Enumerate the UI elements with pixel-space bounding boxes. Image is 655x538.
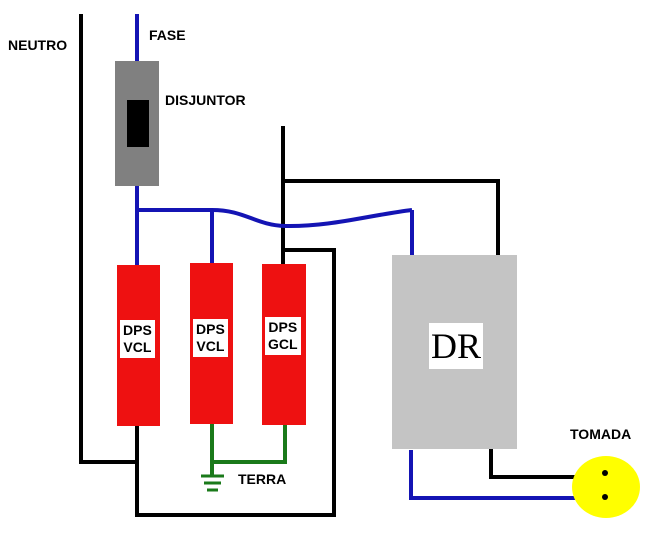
phase-distribution-wire — [137, 208, 413, 229]
dps-2-label: DPS VCL — [193, 319, 228, 357]
disjuntor-label: DISJUNTOR — [165, 92, 246, 108]
dps-1-label-line1: DPS — [123, 322, 152, 338]
dr-label: DR — [429, 323, 483, 369]
dps-3-label-line1: DPS — [268, 319, 298, 335]
dps-1-label-line2: VCL — [123, 339, 152, 355]
dps-3-label-line2: GCL — [268, 336, 298, 352]
dps-2-label-line1: DPS — [196, 321, 225, 337]
neutral-to-dr-wire — [283, 179, 500, 268]
neutral-main-wire — [79, 14, 137, 464]
dps-1-label: DPS VCL — [120, 320, 155, 358]
neutral-wires — [79, 14, 578, 517]
neutral-return-wire — [135, 248, 336, 517]
socket-icon — [572, 456, 640, 518]
neutro-label: NEUTRO — [8, 37, 68, 53]
terra-label: TERRA — [238, 471, 287, 487]
ground-wires — [210, 424, 287, 476]
fase-label: FASE — [149, 27, 186, 43]
dr-to-socket-phase-wire — [409, 450, 578, 500]
dr-to-socket-neutral-wire — [489, 448, 578, 479]
ground-wire — [210, 424, 287, 464]
dps-3-label: DPS GCL — [265, 317, 301, 355]
dps-2-label-line2: VCL — [196, 338, 225, 354]
tomada-label: TOMADA — [570, 426, 632, 442]
breaker-lever — [127, 100, 149, 147]
ground-symbol-icon — [201, 474, 224, 492]
